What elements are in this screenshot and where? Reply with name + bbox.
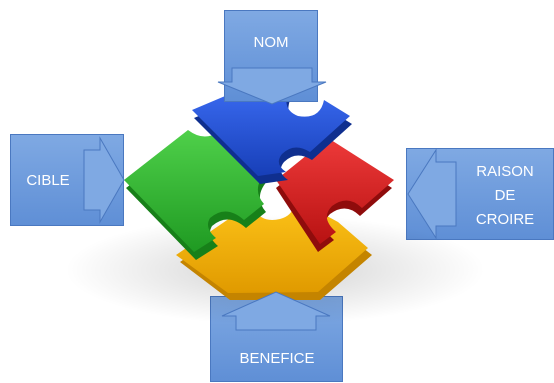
cible-label: CIBLE [26, 172, 70, 189]
benefice-label: BENEFICE [239, 350, 315, 367]
green-puzzle-piece [124, 130, 270, 260]
nom-label: NOM [253, 34, 289, 51]
blue-puzzle-piece [192, 88, 352, 184]
croire-line: CROIRE [475, 211, 535, 228]
benefice-box [210, 296, 343, 382]
raison-line: RAISON [476, 163, 534, 180]
de-line: DE [494, 187, 516, 204]
red-puzzle-piece [276, 138, 394, 252]
arrow-right-icon [83, 136, 125, 224]
raison-de-croire-label: RAISON DE CROIRE [462, 160, 548, 232]
arrow-down-icon [217, 67, 327, 105]
arrow-left-icon [407, 148, 457, 240]
arrow-up-icon [221, 291, 331, 331]
